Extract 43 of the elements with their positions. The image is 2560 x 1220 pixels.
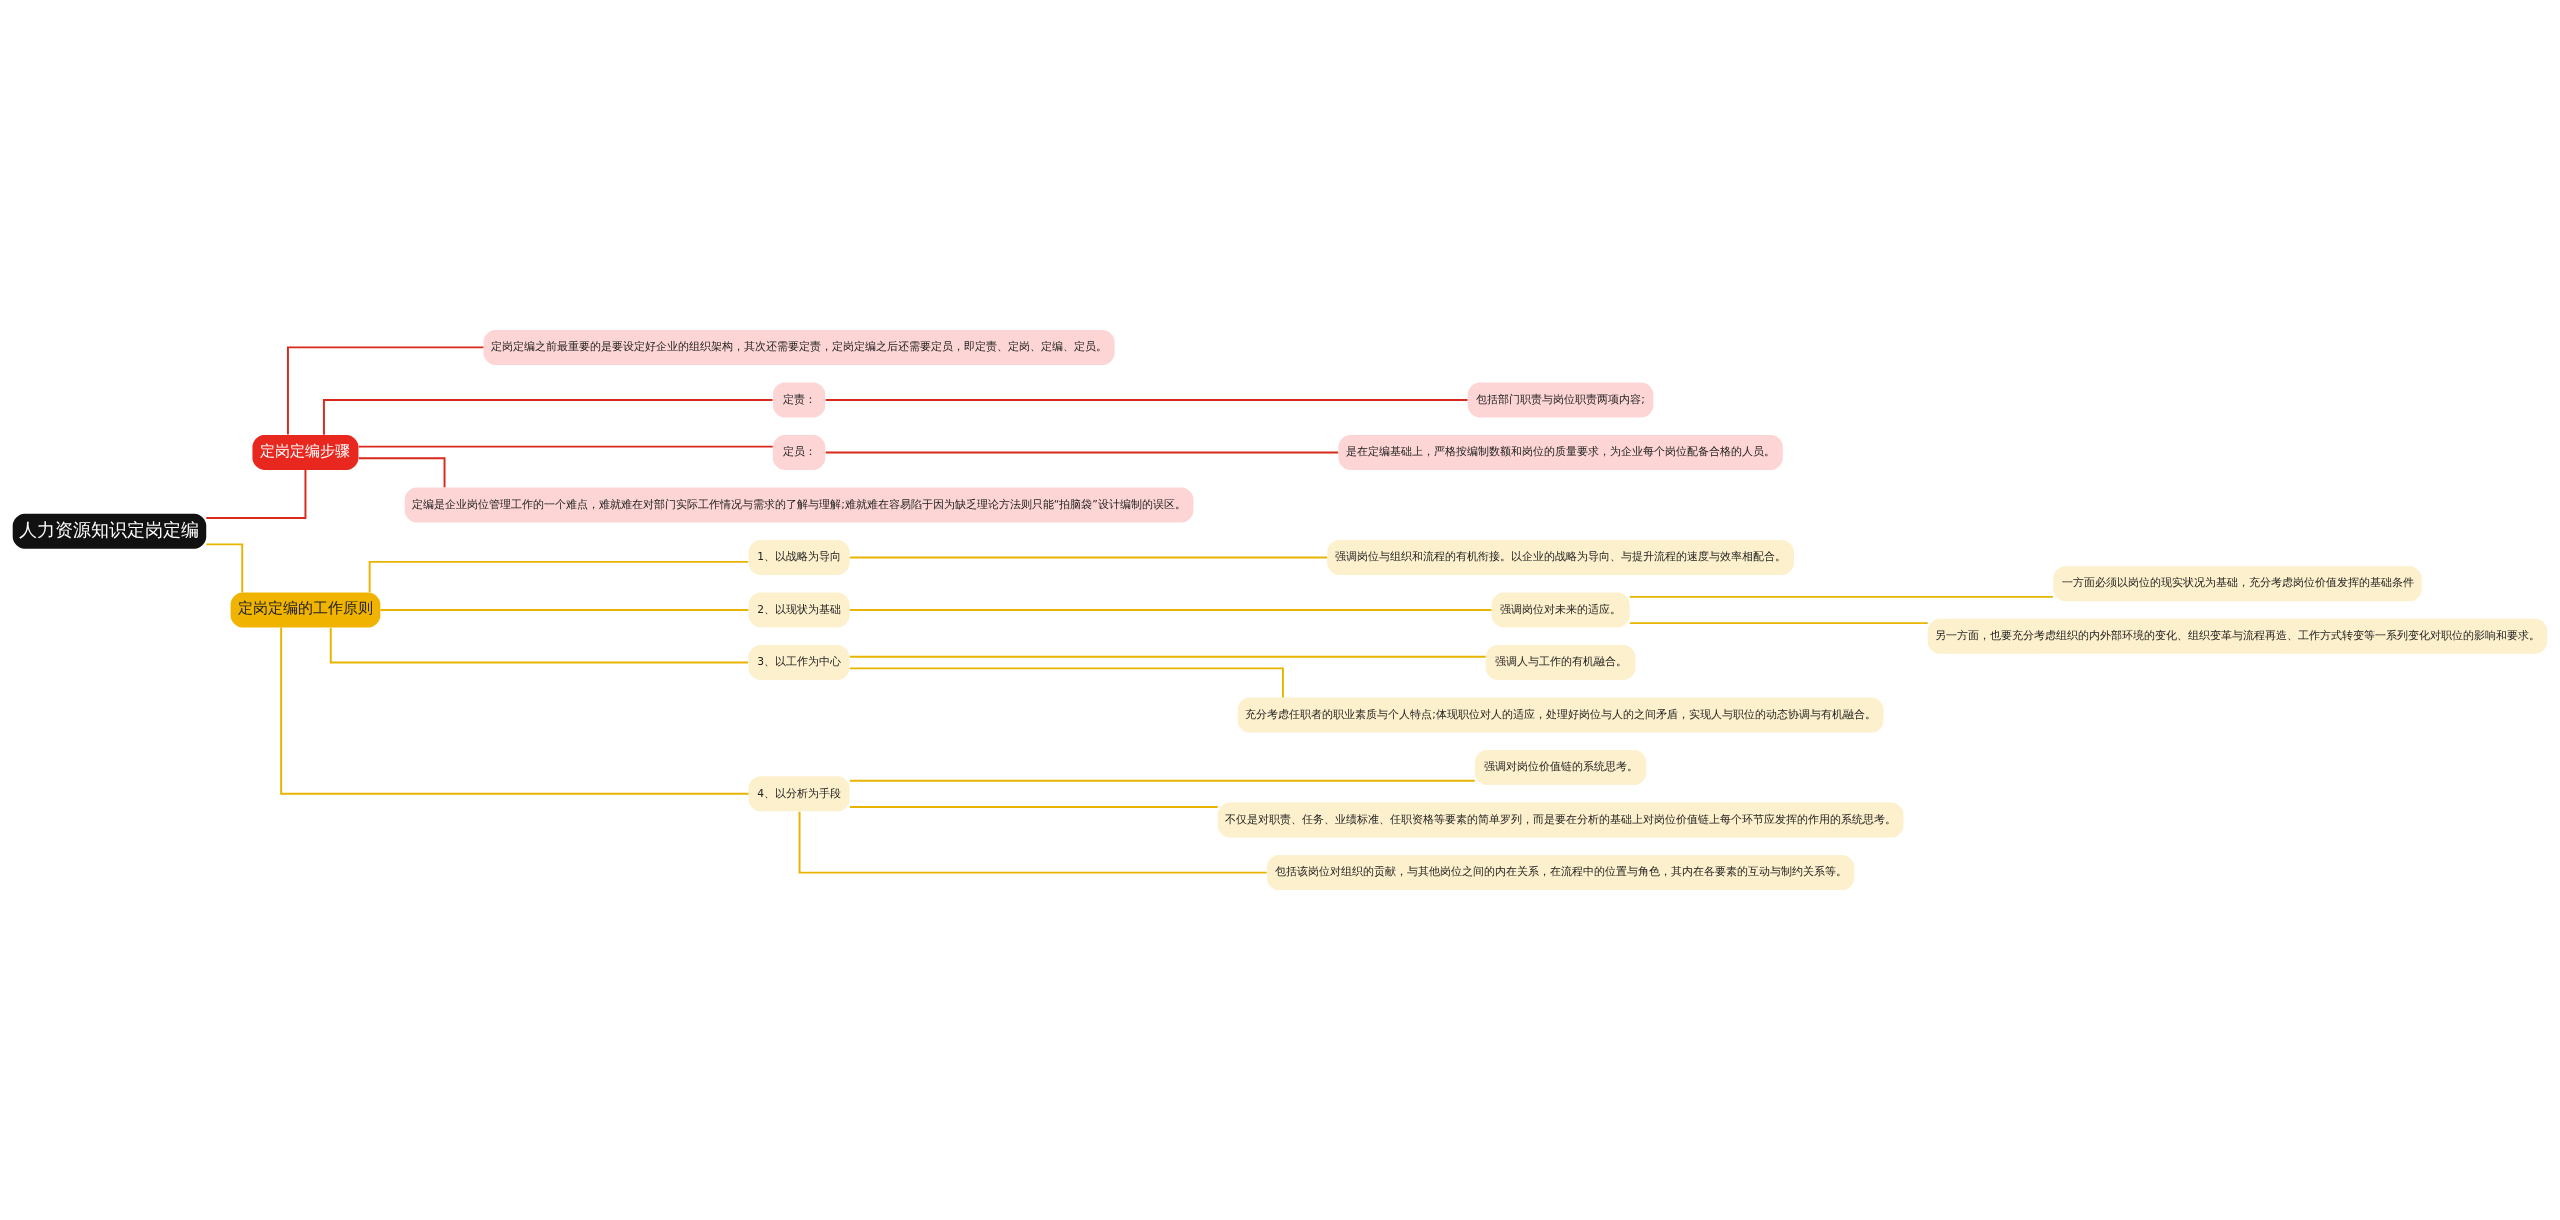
connector: [824, 451, 1340, 454]
connector: [1628, 595, 2054, 598]
connector: [286, 346, 485, 436]
connector: [368, 560, 750, 594]
node-box: 2、以现状为基础: [748, 592, 850, 628]
node-box: 是在定编基础上，严格按编制数额和岗位的质量要求，为企业每个岗位配备合格的人员。: [1338, 434, 1783, 470]
connector: [848, 609, 1493, 611]
node-box: 定员：: [772, 434, 826, 470]
node-box: 定责：: [772, 382, 826, 418]
node-box: 充分考虑任职者的职业素质与个人特点;体现职位对人的适应，处理好岗位与人的之间矛盾，实现人与职位的动态协调与有机融合。: [1237, 697, 1884, 733]
node-box: 定岗定编的工作原则: [230, 592, 381, 628]
connector: [848, 556, 1328, 559]
connector: [798, 810, 1268, 874]
node-box: 包括该岗位对组织的贡献，与其他岗位之间的内在关系，在流程中的位置与角色，其内在各要素的互动与制约关系等。: [1266, 855, 1855, 891]
node-box: 包括部门职责与岗位职责两项内容;: [1467, 382, 1654, 418]
node-box: 强调岗位与组织和流程的有机衔接。以企业的战略为导向、与提升流程的速度与效率相配合。: [1327, 539, 1794, 575]
connector: [357, 457, 446, 489]
node-box: 定编是企业岗位管理工作的一个难点，难就难在对部门实际工作情况与需求的了解与理解;难就难在容易陷于因为缺乏理论方法则只能“拍脑袋”设计编制的误区。: [404, 487, 1194, 523]
node-box: 1、以战略为导向: [748, 539, 850, 575]
connector: [848, 779, 1476, 782]
connector: [848, 805, 1219, 808]
connector: [379, 609, 750, 611]
connector: [205, 469, 307, 520]
node-box: 一方面必须以岗位的现实状况为基础，充分考虑岗位价值发挥的基础条件: [2053, 566, 2422, 602]
connector: [322, 398, 774, 436]
node-box: 强调人与工作的有机融合。: [1485, 645, 1636, 681]
node-box: 定岗定编步骤: [252, 434, 359, 470]
connector: [1628, 622, 1929, 625]
node-box: 强调对岗位价值链的系统思考。: [1475, 750, 1647, 786]
node-box: 定岗定编之前最重要的是要设定好企业的组织架构，其次还需要定责，定岗定编之后还需要定员，即定责、定岗、定编、定员。: [483, 329, 1115, 365]
connector: [329, 626, 749, 664]
node-box: 人力资源知识定岗定编: [12, 513, 207, 549]
connector: [205, 543, 244, 594]
connector: [824, 398, 1469, 401]
node-box: 强调岗位对未来的适应。: [1491, 592, 1630, 628]
node-box: 3、以工作为中心: [748, 645, 850, 681]
node-box: 不仅是对职责、任务、业绩标准、任职资格等要素的简单罗列，而是要在分析的基础上对岗位价值链上每个环节应发挥的作用的系统思考。: [1217, 802, 1904, 838]
connector: [848, 655, 1487, 658]
node-box: 4、以分析为手段: [748, 776, 850, 812]
node-box: 另一方面，也要充分考虑组织的内外部环境的变化、组织变革与流程再造、工作方式转变等一系列变化对职位的影响和要求。: [1927, 618, 2548, 654]
connector: [280, 626, 750, 795]
connector: [357, 445, 774, 448]
connector: [848, 667, 1284, 699]
